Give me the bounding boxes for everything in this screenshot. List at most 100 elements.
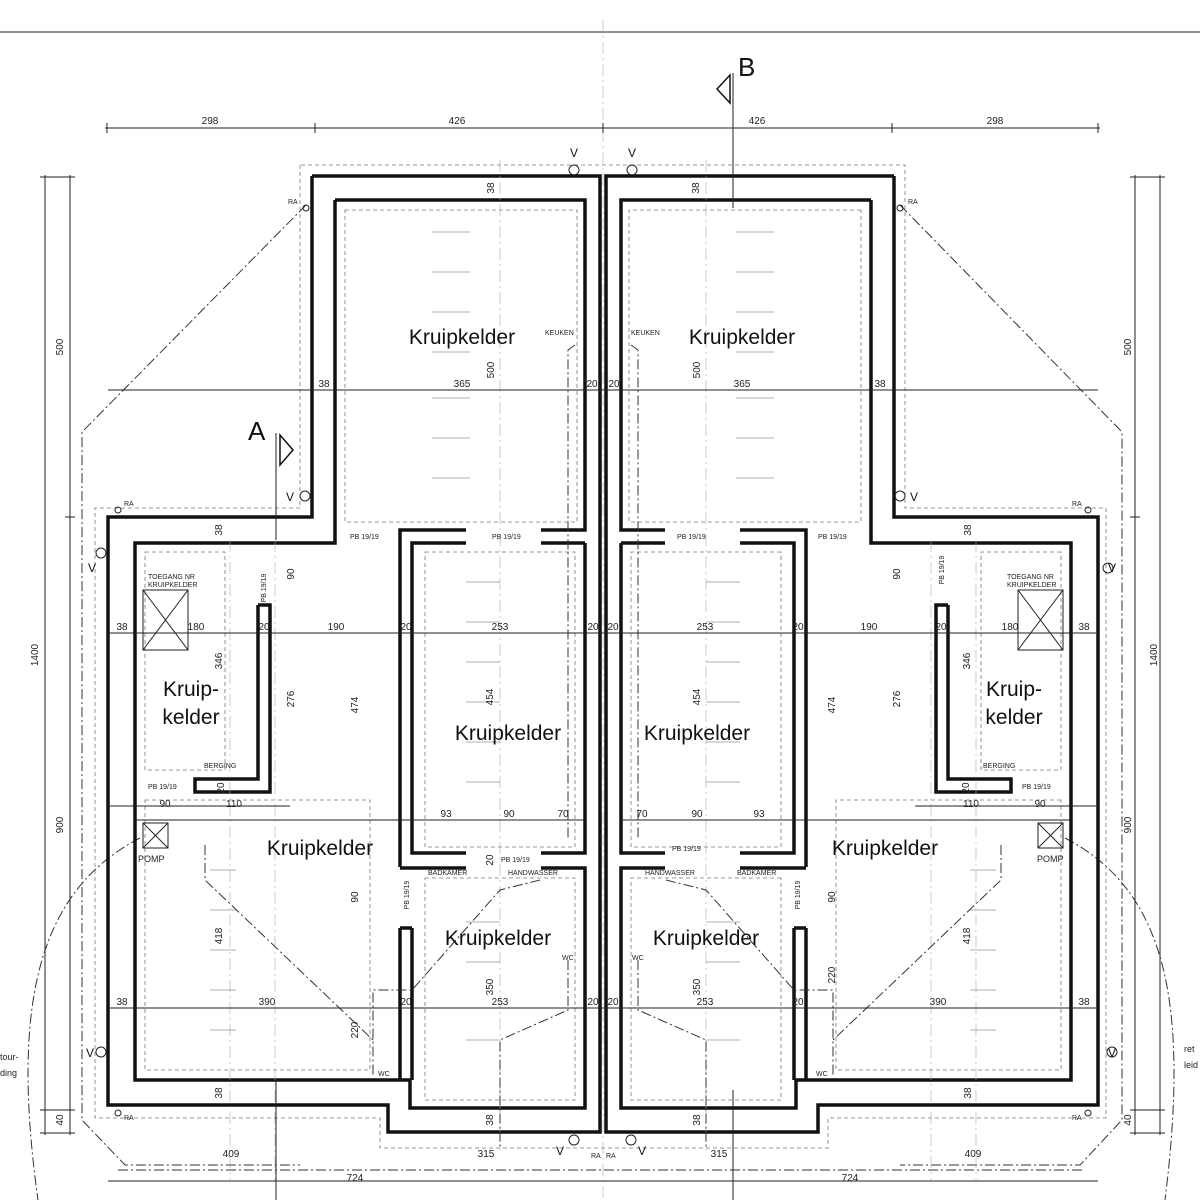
left-inner-details [142,160,578,1180]
dim-label: 500 [1123,338,1134,355]
dim-label: 20 [607,622,619,633]
ra-label: RA [1072,501,1082,508]
plot-boundary [27,204,1175,1200]
ra-label: RA [908,199,918,206]
pb-tag: PB 19/19 [677,534,706,541]
dim-label: 20 [258,622,270,633]
dim-label: 90 [892,568,903,580]
dim-label: 20 [607,997,619,1008]
section-b-label: B [738,52,755,82]
room-name: Kruipkelder [455,722,561,745]
dim-label: 70 [557,809,569,820]
valve-label: V [88,561,96,575]
dim-label: 20 [216,782,227,794]
storage-tag: BERGING [204,763,236,770]
dim-label: 20 [485,854,496,866]
dim-label: 180 [188,622,205,633]
pb-tag: PB 19/19 [501,857,530,864]
dim-label: 426 [749,116,766,127]
pb-tag: PB 19/19 [818,534,847,541]
vertical-dimensions: 38 38 500 500 38 38 90 90 346 346 276 27… [214,182,974,1126]
wc-tag: WC [562,955,574,962]
ra-label: RA [1072,1115,1082,1122]
room-name: Kruipkelder [653,927,759,950]
ra-label: RA [288,199,298,206]
wc-tag: WC [632,955,644,962]
dim-label: 253 [697,622,714,633]
dim-label: 38 [318,379,330,390]
valve-markers: V V V V V V V V V V [86,146,1118,1158]
dim-label: 20 [961,782,972,794]
dim-label: 418 [214,927,225,944]
dim-label: 20 [587,997,599,1008]
dim-label: 38 [214,524,225,536]
dim-label: 315 [711,1149,728,1160]
edge-note: tour- [0,1052,19,1062]
dim-label: 20 [792,622,804,633]
washbasin-tag: HANDWASSER [508,870,558,877]
room-name: Kruip- [163,678,219,701]
dim-label: 474 [350,696,361,713]
room-name: Kruipkelder [832,837,938,860]
dim-label: 20 [587,622,599,633]
dim-label: 20 [792,997,804,1008]
dim-label: 38 [1078,622,1090,633]
bathroom-tag: BADKAMER [737,870,776,877]
dim-label: 110 [963,799,979,810]
pump-tag: POMP [1037,854,1064,864]
section-marker-a: A [248,416,294,1200]
room-name: kelder [985,706,1042,729]
valve-label: V [1108,561,1116,575]
dim-label: 350 [692,978,703,995]
valve-label: V [570,146,578,160]
dim-label: 90 [286,568,297,580]
ra-label: RA [124,501,134,508]
right-inner-details [628,160,1064,1180]
dim-label: 38 [1078,997,1090,1008]
dim-label: 38 [214,1087,225,1099]
section-marker-b: B [715,52,755,1200]
dim-label: 409 [223,1149,240,1160]
pb-tag: PB 19/19 [492,534,521,541]
edge-note: leid [1184,1060,1198,1070]
pump-icon [142,822,169,849]
dim-label: 20 [400,997,412,1008]
valve-label: V [86,1046,94,1060]
dim-label: 38 [874,379,886,390]
storage-tag: BERGING [983,763,1015,770]
dim-label: 20 [935,622,947,633]
room-name: Kruipkelder [409,326,515,349]
dim-label: 346 [962,652,973,669]
dim-label: 90 [691,809,703,820]
access-tag: KRUIPKELDER [148,582,197,589]
dim-label: 900 [1123,816,1134,833]
ra-label: RA [124,1115,134,1122]
room-name: Kruipkelder [689,326,795,349]
dim-label: 90 [827,891,838,903]
footprint-outline [94,164,1107,1149]
room-name: Kruipkelder [644,722,750,745]
valve-label: V [910,490,918,504]
dim-label: 38 [963,524,974,536]
pb-tag: PB 19/19 [1022,784,1051,791]
kitchen-tag: KEUKEN [631,330,660,337]
access-tag: KRUIPKELDER [1007,582,1056,589]
dim-label: 38 [116,622,128,633]
room-labels: Kruipkelder Kruipkelder Kruip- kelder Kr… [162,326,1042,950]
dim-label: 253 [697,997,714,1008]
dim-label: 90 [1034,799,1046,810]
dim-label: 390 [930,997,947,1008]
dim-label: 500 [55,338,66,355]
dim-label: 1400 [30,643,41,666]
pb-tag: PB 19/19 [672,846,701,853]
dim-label: 350 [485,978,496,995]
valve-label: V [556,1144,564,1158]
dim-label: 454 [692,688,703,705]
dim-label: 298 [987,116,1004,127]
room-name: Kruipkelder [267,837,373,860]
dim-label: 220 [827,966,838,983]
dim-label: 276 [286,690,297,707]
dim-label: 900 [55,816,66,833]
dim-label: 426 [449,116,466,127]
washbasin-tag: HANDWASSER [645,870,695,877]
